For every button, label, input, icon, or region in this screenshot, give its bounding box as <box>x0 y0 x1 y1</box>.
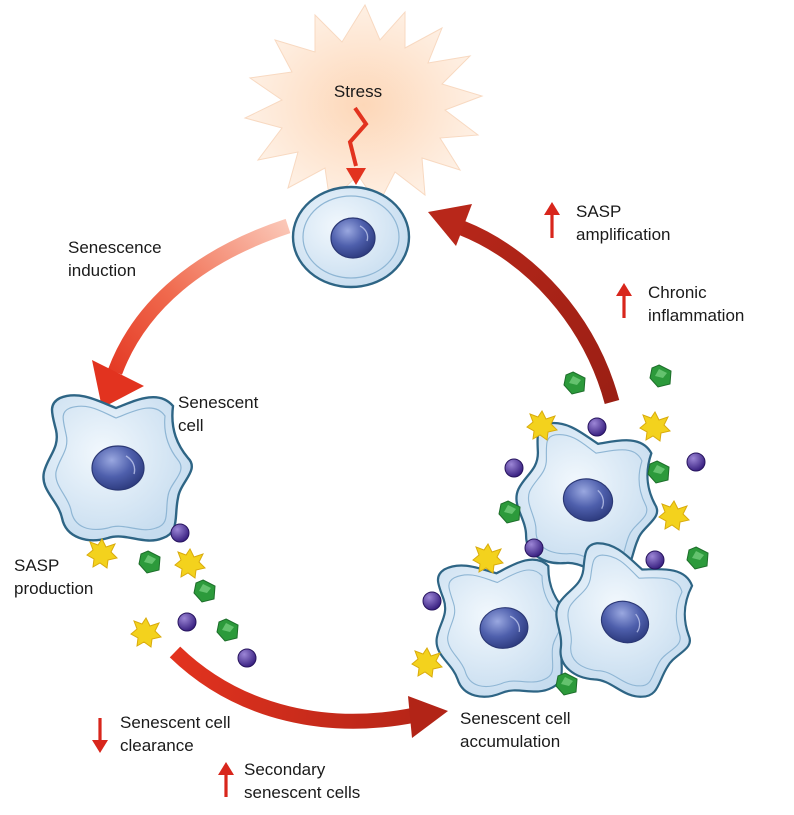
sasp-feedback-arrow <box>428 204 620 404</box>
purple-sphere-icon <box>587 417 607 437</box>
purple-sphere-icon <box>504 458 524 478</box>
up-arrow-icon <box>544 202 560 238</box>
purple-sphere-icon <box>177 612 197 632</box>
sasp-production-label: SASP production <box>14 556 93 598</box>
yellow-star-icon <box>411 647 443 678</box>
green-pentagon-icon <box>193 579 216 603</box>
up-arrow-icon <box>616 283 632 318</box>
yellow-star-icon <box>639 411 671 442</box>
senescent-cell-accumulation-label: Senescent cell accumulation <box>460 709 575 751</box>
purple-sphere-icon <box>524 538 544 558</box>
senescent-cell-icon <box>427 553 580 703</box>
zigzag-arrow-icon <box>346 106 369 185</box>
senescent-cell-cluster <box>427 416 713 710</box>
senescence-induction-arrow <box>92 218 291 408</box>
up-arrow-icon <box>218 762 234 797</box>
yellow-star-icon <box>174 548 206 579</box>
accumulation-arrow <box>169 646 448 738</box>
yellow-star-icon <box>86 538 118 569</box>
purple-sphere-icon <box>686 452 706 472</box>
stress-label: Stress <box>334 82 382 101</box>
stress-burst-icon <box>243 3 484 206</box>
chronic-inflammation-label: Chronic inflammation <box>648 283 744 325</box>
purple-sphere-icon <box>237 648 257 668</box>
senescent-cell-icon <box>42 394 194 542</box>
green-pentagon-icon <box>649 364 672 388</box>
green-pentagon-icon <box>563 371 586 395</box>
green-pentagon-icon <box>686 546 709 570</box>
yellow-star-icon <box>658 500 690 531</box>
purple-sphere-icon <box>170 523 190 543</box>
sasp-factors-left <box>86 523 257 668</box>
green-pentagon-icon <box>647 460 670 484</box>
sasp-amplification-label: SASP amplification <box>576 202 671 244</box>
round-cell-icon <box>291 185 411 289</box>
yellow-star-icon <box>130 617 162 648</box>
purple-sphere-icon <box>645 550 665 570</box>
green-pentagon-icon <box>216 618 239 642</box>
senescent-cell-clearance-label: Senescent cell clearance <box>120 713 235 755</box>
secondary-senescent-cells-label: Secondary senescent cells <box>244 760 360 802</box>
green-pentagon-icon <box>138 550 161 574</box>
green-pentagon-icon <box>555 672 578 696</box>
purple-sphere-icon <box>422 591 442 611</box>
senescent-cell-label: Senescent cell <box>178 393 263 435</box>
down-arrow-icon <box>92 718 108 753</box>
senescence-induction-label: Senescence induction <box>68 238 166 280</box>
